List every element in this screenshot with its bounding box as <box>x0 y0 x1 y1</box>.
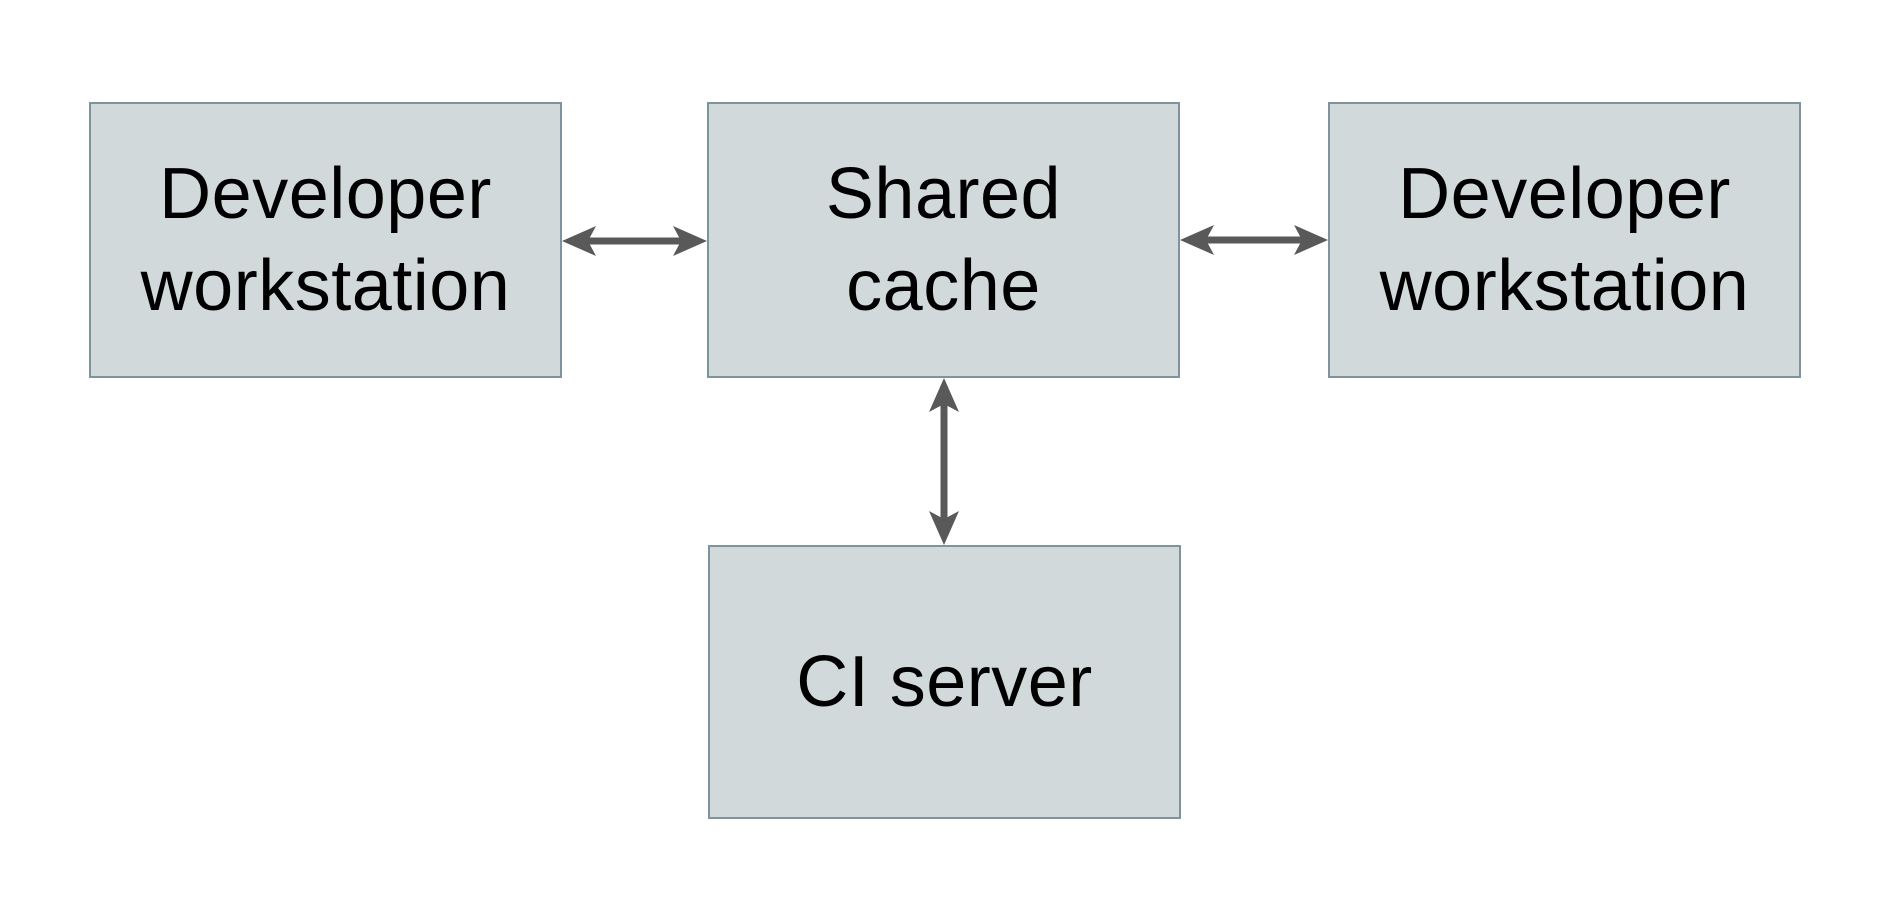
node-developer-workstation-left: Developer workstation <box>89 102 562 378</box>
node-shared-cache: Shared cache <box>707 102 1180 378</box>
node-label: CI server <box>796 642 1093 722</box>
bidirectional-arrow-left-icon <box>562 226 707 256</box>
bidirectional-arrow-vertical-icon <box>929 378 959 545</box>
node-label: Shared cache <box>825 154 1062 326</box>
node-label: Developer workstation <box>1379 154 1750 326</box>
bidirectional-arrow-right-icon <box>1180 225 1328 255</box>
node-ci-server: CI server <box>708 545 1181 819</box>
node-label: Developer workstation <box>140 154 511 326</box>
node-developer-workstation-right: Developer workstation <box>1328 102 1801 378</box>
